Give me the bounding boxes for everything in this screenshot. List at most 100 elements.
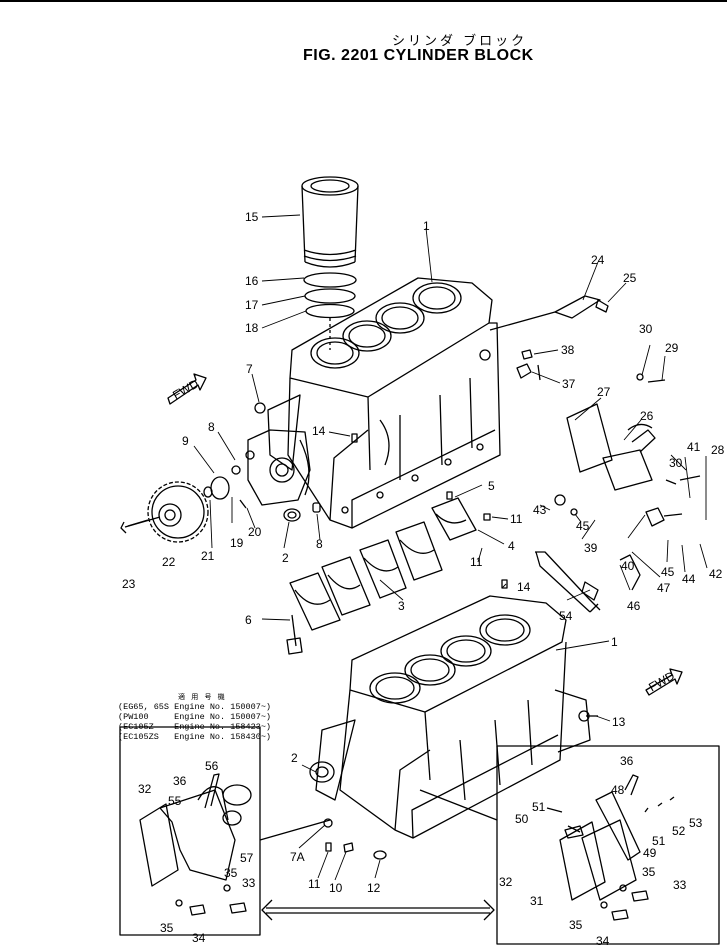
inset-right-frame: [496, 745, 720, 945]
part-label-5: 5: [488, 479, 495, 493]
inset-leader-right: [419, 789, 498, 821]
part-label-35-right-b: 35: [569, 918, 583, 932]
part-label-35-right-a: 35: [642, 865, 656, 879]
bearing-caps-upper: [431, 491, 491, 541]
part-label-56: 56: [205, 759, 219, 773]
part-label-38: 38: [561, 343, 575, 357]
part-label-9: 9: [182, 434, 189, 448]
part-label-3: 3: [398, 599, 405, 613]
pipe-54: [535, 551, 599, 613]
part-label-7: 7: [246, 362, 253, 376]
part-label-12: 12: [367, 881, 381, 895]
part-label-10: 10: [329, 881, 343, 895]
part-label-23: 23: [122, 577, 136, 591]
top-rule: [0, 0, 727, 2]
fwd-arrow-lower: [645, 668, 683, 696]
part-label-29: 29: [665, 341, 679, 355]
part-label-47: 47: [657, 581, 671, 595]
part-label-28: 28: [711, 443, 725, 457]
part-label-45-a: 45: [576, 519, 590, 533]
part-label-35-left-a: 35: [160, 921, 174, 935]
shaft-parts: [203, 450, 255, 509]
part-label-54: 54: [559, 609, 573, 623]
part-label-22: 22: [162, 555, 176, 569]
part-label-1-upper: 1: [423, 219, 430, 233]
fittings-37-38: [516, 349, 533, 379]
part-label-30-a: 30: [639, 322, 653, 336]
part-label-40: 40: [621, 559, 635, 573]
idler-gear: [127, 481, 209, 543]
applicability-list: (EG65, 65S Engine No. 150007~)(PW100 Eng…: [118, 702, 271, 742]
fwd-arrow-upper: [167, 373, 207, 405]
part-label-24: 24: [591, 253, 605, 267]
front-plate: [247, 429, 311, 506]
part-label-33-left: 33: [242, 876, 256, 890]
part-label-31: 31: [530, 894, 544, 908]
inset-leader-left: [259, 819, 331, 841]
main-bearing-caps: [289, 521, 443, 631]
part-label-55: 55: [168, 794, 182, 808]
cylinder-liner: [301, 176, 359, 268]
part-label-36-right: 36: [620, 754, 634, 768]
bolt-6: [286, 614, 303, 655]
seal-upper: [254, 402, 321, 522]
seal-lower: [309, 433, 598, 860]
part-label-15: 15: [245, 210, 259, 224]
part-labels: 1 1 2 2 3 4 5 6 7 7A 8 8 9 10 11 11 11 1…: [122, 210, 725, 948]
part-label-19: 19: [230, 536, 244, 550]
inset-right-parts: [546, 774, 675, 921]
part-label-18: 18: [245, 321, 259, 335]
fwd-text-upper: FWD: [170, 376, 201, 402]
cylinder-block-upper: [267, 277, 501, 529]
part-label-33-right: 33: [673, 878, 687, 892]
part-label-51-b: 51: [652, 834, 666, 848]
part-label-53: 53: [689, 816, 703, 830]
part-label-57: 57: [240, 851, 254, 865]
part-label-11-b: 11: [470, 555, 483, 569]
part-label-25: 25: [623, 271, 637, 285]
part-label-42: 42: [709, 567, 723, 581]
applicability-row: (EC105ZS Engine No. 158430~): [118, 732, 272, 742]
part-label-6: 6: [245, 613, 252, 627]
part-label-51-a: 51: [532, 800, 546, 814]
double-arrow: [261, 899, 495, 921]
part-label-14-b: 14: [312, 424, 326, 438]
title-japanese: シリンダ ブロック: [392, 34, 528, 49]
part-label-26: 26: [640, 409, 654, 423]
part-label-34-right: 34: [596, 934, 610, 948]
part-label-39: 39: [584, 541, 598, 555]
figure-title: FIG. 2201 CYLINDER BLOCK: [303, 47, 534, 64]
part-label-17: 17: [245, 298, 259, 312]
side-cover-24: [489, 295, 609, 331]
part-label-14-a: 14: [517, 580, 531, 594]
part-label-41: 41: [687, 440, 701, 454]
part-label-43: 43: [533, 503, 547, 517]
cylinder-block-lower: [315, 595, 591, 839]
part-label-48: 48: [611, 783, 625, 797]
part-label-21: 21: [201, 549, 215, 563]
part-label-45-b: 45: [661, 565, 675, 579]
part-label-37: 37: [562, 377, 576, 391]
part-label-1-lower: 1: [611, 635, 618, 649]
applicability-row: (EG65, 65S Engine No. 150007~): [118, 702, 272, 712]
part-label-27: 27: [597, 385, 611, 399]
part-label-44: 44: [682, 572, 696, 586]
fwd-text-lower: FWD: [646, 668, 677, 694]
part-label-2-lower: 2: [291, 751, 298, 765]
part-label-16: 16: [245, 274, 259, 288]
inset-left-frame: [119, 726, 261, 936]
part-label-2-upper: 2: [282, 551, 289, 565]
bolt-23: [120, 516, 161, 534]
part-label-36-left: 36: [173, 774, 187, 788]
part-label-11-c: 11: [308, 877, 321, 891]
inset-left-parts: [139, 773, 252, 916]
part-label-52: 52: [672, 824, 686, 838]
part-label-49: 49: [643, 846, 657, 860]
part-label-35-left-b: 35: [224, 866, 238, 880]
part-label-46: 46: [627, 599, 641, 613]
part-label-4: 4: [508, 539, 515, 553]
part-label-8-lower: 8: [316, 537, 323, 551]
callout-leaders: [193, 214, 708, 881]
part-label-32-right: 32: [499, 875, 513, 889]
